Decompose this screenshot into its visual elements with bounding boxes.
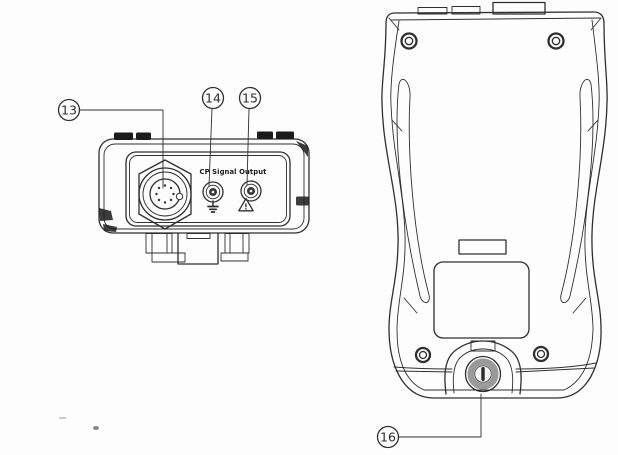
screw-top-left [400, 32, 418, 50]
rear-top-inner-line [390, 17, 601, 21]
connector-panel [125, 151, 291, 227]
screw-bottom-left [414, 346, 432, 364]
callout-14: 14 [201, 86, 225, 187]
callout-16-leader [398, 393, 482, 438]
callout-16-number: 16 [380, 430, 396, 445]
rear-body [381, 11, 608, 399]
label-plate [458, 239, 507, 255]
warning-icon: ! [238, 197, 254, 212]
callout-15-number: 15 [242, 91, 258, 106]
callout-14-circle [201, 86, 225, 110]
top-bumper-tabs [114, 131, 294, 140]
callout-15: 15 [238, 86, 262, 186]
knob-slot [481, 367, 485, 381]
callout-13: 13 [57, 98, 164, 189]
jack-left [202, 181, 224, 203]
rear-top-tabs [417, 1, 546, 15]
callout-14-leader [208, 108, 213, 187]
cover-seam-lines [393, 362, 597, 373]
scan-smudges [59, 417, 99, 430]
din-key-notch [175, 192, 184, 201]
screw-bottom-right [532, 345, 550, 363]
rear-rim-line [390, 19, 600, 391]
battery-lock [444, 340, 522, 395]
ground-icon [207, 200, 219, 213]
screw-holes [400, 32, 565, 364]
din-inner-ring [149, 178, 181, 210]
panel-outline [125, 151, 291, 227]
warning-exclamation: ! [244, 202, 248, 211]
din-outer-ring [138, 167, 192, 221]
callout-16: 16 [376, 393, 482, 449]
callout-15-leader [246, 108, 250, 186]
panel-label: CP Signal Output [200, 168, 268, 176]
grip-left [396, 78, 430, 304]
panel-inner-line [129, 155, 287, 223]
body-outline [98, 138, 310, 234]
corner-bumper-accents [99, 141, 309, 232]
callout-16-circle [376, 425, 400, 449]
battery-lock-knob [464, 355, 502, 393]
rear-view: 16 [376, 1, 608, 449]
jack-right [240, 180, 262, 202]
screw-top-right [547, 32, 565, 50]
din-pins [155, 184, 175, 204]
body-inner-line [103, 143, 305, 230]
facet-lines [388, 17, 602, 314]
callout-14-number: 14 [205, 91, 221, 106]
device-body-top-view [98, 131, 310, 234]
din-mid-ring [142, 171, 188, 217]
mounting-feet [145, 232, 250, 265]
callout-13-circle [57, 98, 81, 122]
callout-13-number: 13 [61, 103, 77, 118]
battery-cover [433, 261, 530, 339]
lock-top-tab [470, 340, 496, 352]
lock-arch-inner [452, 348, 514, 394]
din-hex-boss [138, 159, 192, 230]
callout-13-leader [79, 109, 164, 189]
din-connector [138, 159, 192, 230]
top-view: CP Signal Output ! [57, 86, 310, 265]
rear-outline [381, 11, 608, 399]
grip-right [560, 78, 594, 304]
callout-15-circle [238, 86, 262, 110]
